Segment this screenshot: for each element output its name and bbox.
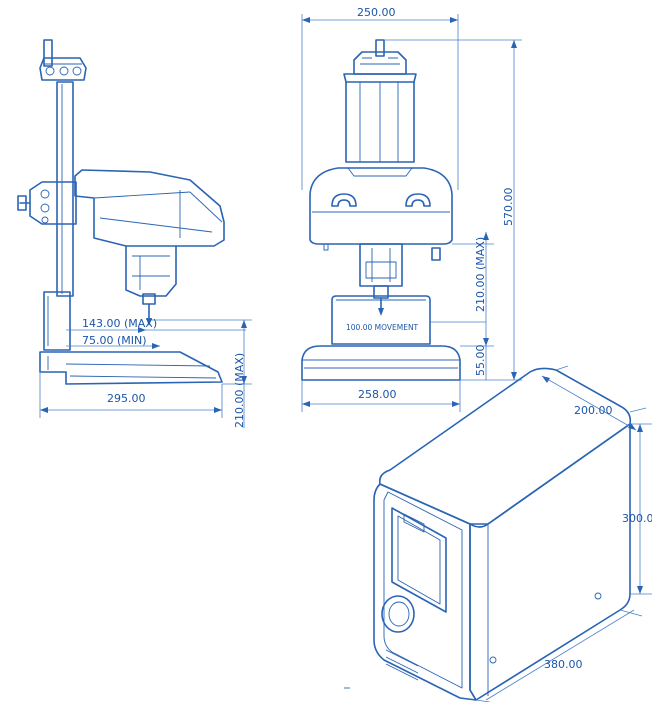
- controller-height-label: 300.0: [622, 512, 652, 525]
- controller-depth-label: 200.00: [574, 404, 613, 417]
- controller-dimensions: [475, 365, 652, 703]
- side-head-min-label: 75.00 (MIN): [82, 334, 147, 347]
- front-top-width-label: 250.00: [357, 6, 396, 19]
- front-max-height-label: 210.00 (MAX): [474, 237, 487, 312]
- front-total-height-label: 570.00: [502, 188, 515, 227]
- side-max-height-label: 210.00 (MAX): [233, 353, 246, 428]
- front-view-dimensions: [301, 14, 522, 412]
- side-head-max-label: 143.00 (MAX): [82, 317, 157, 330]
- front-movement-label: 100.00 MOVEMENT: [346, 323, 419, 332]
- side-width-label: 295.00: [107, 392, 146, 405]
- front-view-machine: [301, 39, 461, 381]
- front-base-width-label: 258.00: [358, 388, 397, 401]
- front-base-height-label: 55.00: [474, 345, 487, 377]
- controller-box: [373, 367, 632, 701]
- side-view-dimensions: [39, 319, 252, 428]
- controller-width-label: 380.00: [544, 658, 583, 671]
- side-view-machine: [17, 39, 225, 385]
